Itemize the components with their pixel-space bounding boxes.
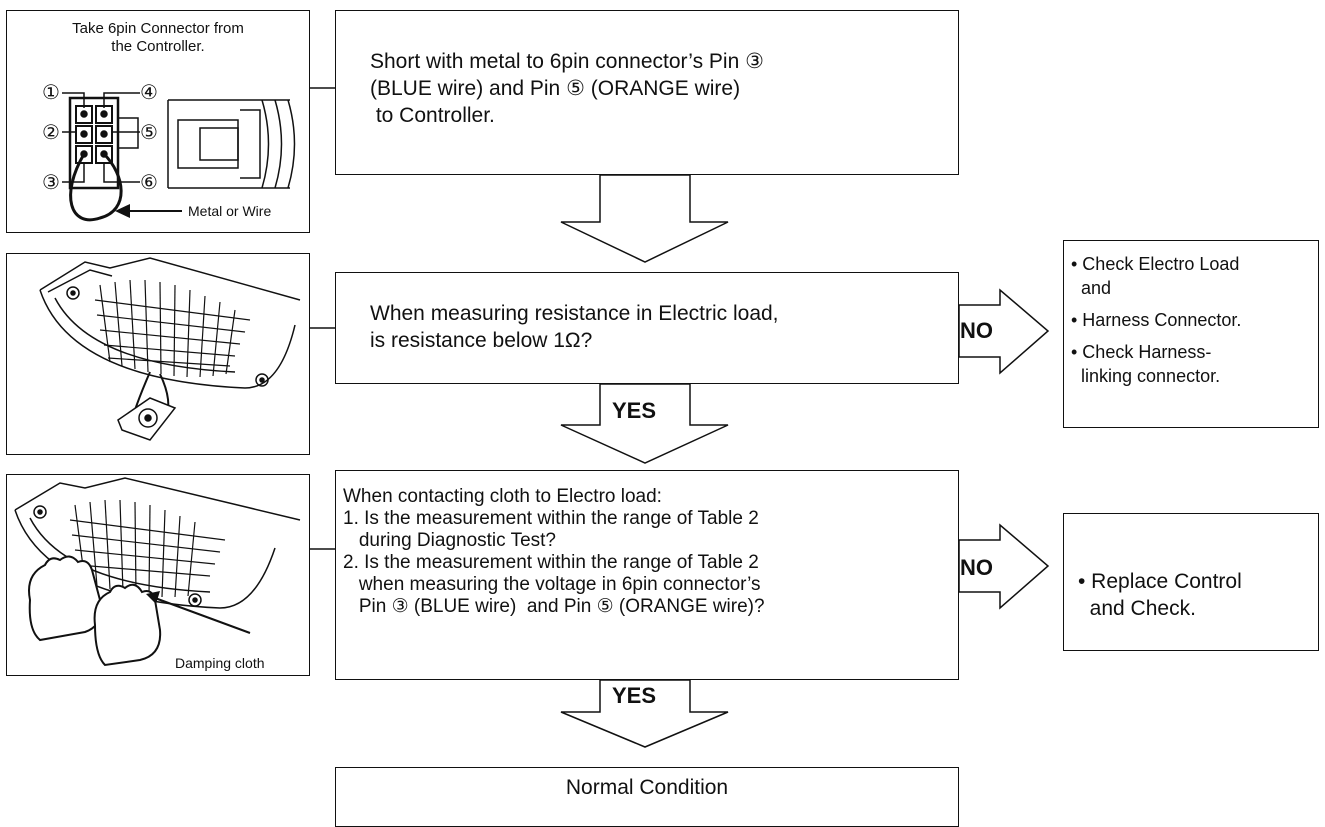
no1-action-box bbox=[1063, 240, 1319, 428]
step3-line6: Pin ③ (BLUE wire) and Pin ⑤ (ORANGE wire… bbox=[343, 596, 765, 617]
step3-line3: during Diagnostic Test? bbox=[343, 530, 556, 551]
no-label-2: NO bbox=[960, 555, 993, 580]
down-arrow-2 bbox=[560, 383, 729, 464]
pin-label-4: ④ bbox=[140, 82, 158, 104]
no-label-1: NO bbox=[960, 318, 993, 343]
damping-cloth-label: Damping cloth bbox=[175, 655, 265, 671]
final-box bbox=[335, 767, 959, 827]
yes-label-2: YES bbox=[612, 683, 657, 708]
yes-label-1: YES bbox=[612, 398, 657, 423]
pin-label-2: ② bbox=[42, 122, 60, 144]
no2-action-box bbox=[1063, 513, 1319, 651]
connector-caption-line2: the Controller. bbox=[111, 38, 205, 55]
metal-or-wire-label: Metal or Wire bbox=[188, 203, 272, 219]
step3-line5: when measuring the voltage in 6pin conne… bbox=[343, 574, 761, 595]
no1-item-2: and bbox=[1071, 278, 1112, 298]
step2-box bbox=[335, 272, 959, 384]
electro-load-panel-icon bbox=[39, 257, 301, 441]
step3-box bbox=[335, 470, 959, 680]
down-arrow-1 bbox=[560, 174, 729, 263]
step2-line1: When measuring resistance in Electric lo… bbox=[370, 302, 779, 325]
right-arrow-2 bbox=[958, 523, 1050, 610]
step2-line2: is resistance below 1Ω? bbox=[370, 329, 593, 352]
pin-label-5: ⑤ bbox=[140, 122, 158, 144]
final-label: Normal Condition bbox=[565, 776, 729, 799]
pin-label-3: ③ bbox=[42, 172, 60, 194]
right-arrow-1 bbox=[958, 288, 1050, 375]
no1-item-4: • Check Harness- bbox=[1071, 342, 1212, 362]
no1-item-5: linking connector. bbox=[1071, 366, 1221, 386]
step1-line2: (BLUE wire) and Pin ⑤ (ORANGE wire) bbox=[370, 77, 741, 100]
damping-cloth-icon bbox=[14, 477, 301, 667]
six-pin-connector-icon bbox=[62, 92, 296, 222]
step1-line1: Short with metal to 6pin connector’s Pin… bbox=[370, 50, 764, 73]
step1-line3: to Controller. bbox=[370, 104, 495, 127]
step1-box bbox=[335, 10, 959, 175]
pin-label-1: ① bbox=[42, 82, 60, 104]
no2-item-2: and Check. bbox=[1078, 597, 1196, 620]
no1-item-3: • Harness Connector. bbox=[1071, 310, 1242, 330]
no2-item-1: • Replace Control bbox=[1078, 570, 1242, 593]
step3-line1: When contacting cloth to Electro load: bbox=[343, 486, 662, 507]
step3-line2: 1. Is the measurement within the range o… bbox=[343, 508, 759, 529]
connector-caption-line1: Take 6pin Connector from bbox=[72, 20, 244, 37]
pin-label-6: ⑥ bbox=[140, 172, 158, 194]
step3-line4: 2. Is the measurement within the range o… bbox=[343, 552, 759, 573]
no1-item-1: • Check Electro Load bbox=[1071, 254, 1240, 274]
down-arrow-3 bbox=[560, 679, 729, 748]
